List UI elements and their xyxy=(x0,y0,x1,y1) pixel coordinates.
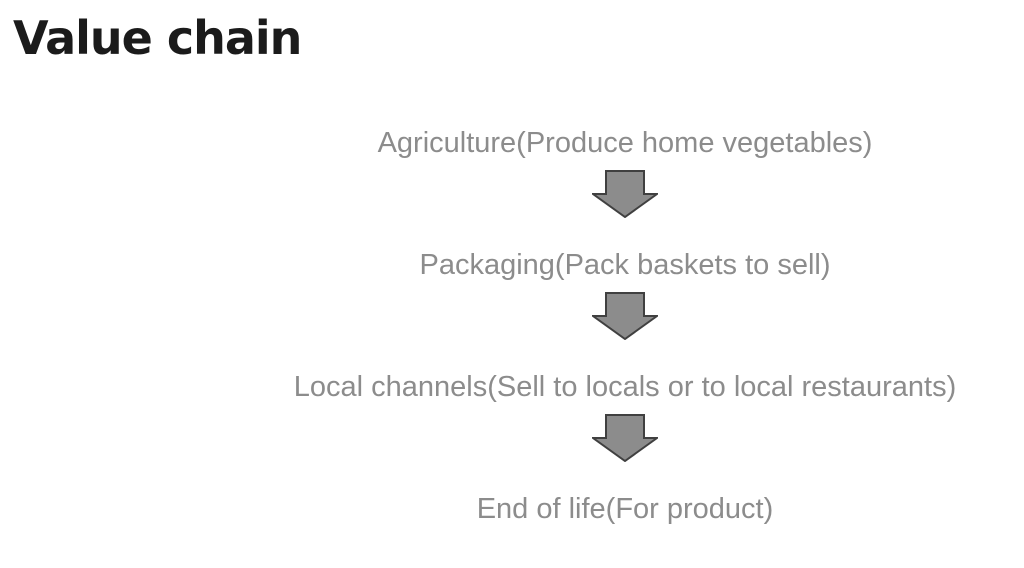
down-arrow-shape xyxy=(592,170,658,218)
down-arrow-icon xyxy=(592,414,658,462)
flow-step-packaging: Packaging(Pack baskets to sell) xyxy=(419,249,831,281)
down-arrow-icon xyxy=(592,170,658,218)
value-chain-flow: Agriculture(Produce home vegetables) Pac… xyxy=(225,125,1024,527)
flow-step-agriculture: Agriculture(Produce home vegetables) xyxy=(377,127,873,159)
flow-step-end-of-life: End of life(For product) xyxy=(476,493,774,525)
page-title: Value chain xyxy=(13,11,302,65)
flow-step-local-channels: Local channels(Sell to locals or to loca… xyxy=(293,371,957,403)
down-arrow-shape xyxy=(592,292,658,340)
down-arrow-shape xyxy=(592,414,658,462)
down-arrow-icon xyxy=(592,292,658,340)
